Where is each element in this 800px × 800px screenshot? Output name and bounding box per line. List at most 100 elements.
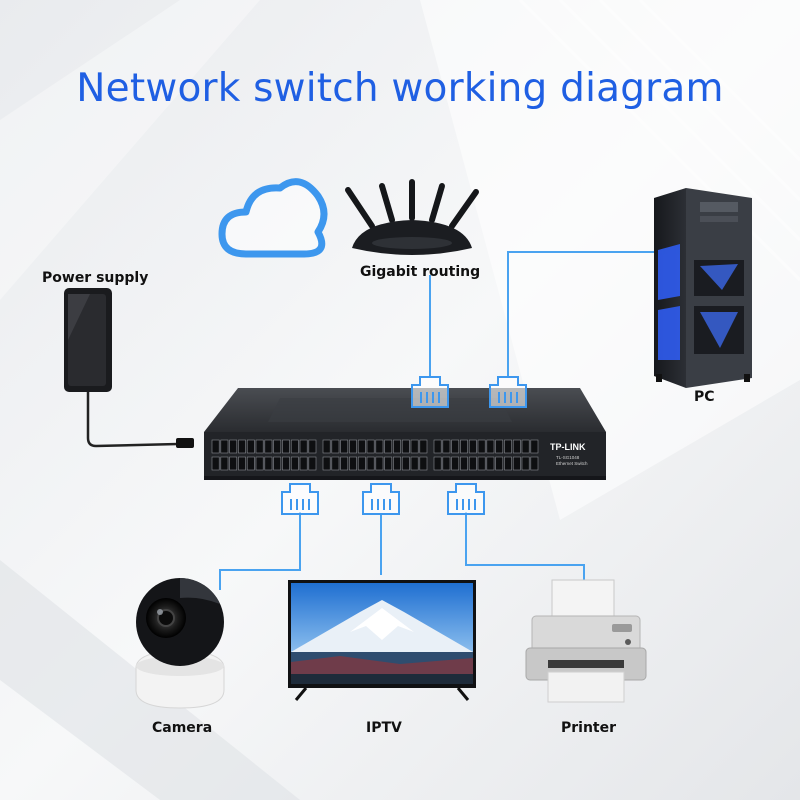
switch-port [273, 456, 282, 471]
switch-port [246, 439, 255, 454]
switch-port [477, 456, 486, 471]
switch-port [530, 439, 539, 454]
rj45-router-icon [411, 376, 449, 408]
camera-label: Camera [152, 720, 213, 736]
switch-port [211, 456, 220, 471]
printer-icon [525, 579, 647, 703]
cable-printer [465, 512, 585, 580]
cloud-icon [218, 178, 328, 258]
switch-port [442, 456, 451, 471]
switch-port [273, 439, 282, 454]
switch-ports [211, 439, 539, 471]
switch-port [486, 456, 495, 471]
network-cables [219, 251, 660, 590]
switch-port [460, 439, 468, 454]
switch-port [410, 456, 419, 471]
pc-label: PC [694, 389, 715, 405]
switch-port [349, 456, 357, 471]
switch-port [238, 439, 246, 454]
pc-icon [654, 188, 752, 388]
switch-port [433, 439, 442, 454]
switch-port [521, 439, 530, 454]
switch-port [401, 439, 410, 454]
switch-port [419, 456, 428, 471]
switch-port [468, 456, 477, 471]
switch-port [299, 439, 308, 454]
switch-port [504, 439, 512, 454]
rj45-camera-icon [281, 483, 319, 515]
switch-port [331, 456, 340, 471]
switch-port [451, 456, 460, 471]
switch-port [299, 456, 308, 471]
router-icon [345, 179, 479, 255]
switch-port [477, 439, 486, 454]
switch-port [530, 456, 539, 471]
switch-port [410, 439, 419, 454]
switch-port [384, 439, 393, 454]
switch-port [357, 456, 366, 471]
power-plug [176, 438, 194, 448]
switch-port [322, 456, 331, 471]
switch-port [495, 439, 504, 454]
switch-port [246, 456, 255, 471]
switch-port [220, 456, 229, 471]
rj45-printer-icon [447, 483, 485, 515]
switch-port [349, 439, 357, 454]
switch-port [512, 439, 521, 454]
switch-port [264, 439, 273, 454]
switch-port [451, 439, 460, 454]
switch-port [220, 439, 229, 454]
switch-port [460, 456, 468, 471]
switch-port [282, 456, 290, 471]
switch-port [322, 439, 331, 454]
printer-label: Printer [561, 720, 617, 736]
switch-port [401, 456, 410, 471]
switch-port [229, 456, 238, 471]
power-cable [86, 390, 179, 448]
switch-brand-label: TP-LINK [550, 442, 586, 452]
switch-port [486, 439, 495, 454]
switch-port [331, 439, 340, 454]
switch-port [308, 439, 317, 454]
switch-port [495, 456, 504, 471]
switch-port [211, 439, 220, 454]
cable-pc [507, 251, 660, 378]
power-supply-label: Power supply [42, 270, 149, 286]
router-label: Gigabit routing [360, 264, 481, 280]
switch-port [468, 439, 477, 454]
tv-icon [288, 580, 476, 701]
power-supply-icon [64, 288, 112, 392]
switch-port [366, 439, 375, 454]
rj45-iptv-icon [362, 483, 400, 515]
switch-port [366, 456, 375, 471]
switch-port [229, 439, 238, 454]
switch-port [238, 456, 246, 471]
switch-port [290, 439, 299, 454]
switch-port [512, 456, 521, 471]
switch-port [340, 439, 349, 454]
switch-port [375, 439, 384, 454]
switch-port [282, 439, 290, 454]
switch-port [384, 456, 393, 471]
switch-model-label: TL-SG1048 [556, 455, 580, 460]
switch-port [393, 439, 401, 454]
switch-port [419, 439, 428, 454]
switch-port [255, 439, 264, 454]
switch-port [264, 456, 273, 471]
iptv-label: IPTV [366, 720, 402, 736]
switch-icon: TP-LINK TL-SG1048 Ethernet Switch [204, 388, 606, 480]
switch-port [290, 456, 299, 471]
switch-port [357, 439, 366, 454]
switch-port [393, 456, 401, 471]
switch-subtitle-label: Ethernet Switch [556, 461, 588, 466]
rj45-pc-icon [489, 376, 527, 408]
switch-port [442, 439, 451, 454]
cable-camera [219, 512, 301, 590]
switch-port [433, 456, 442, 471]
switch-port [375, 456, 384, 471]
switch-port [504, 456, 512, 471]
switch-port [308, 456, 317, 471]
switch-port [255, 456, 264, 471]
diagram-title: Network switch working diagram [76, 66, 724, 111]
